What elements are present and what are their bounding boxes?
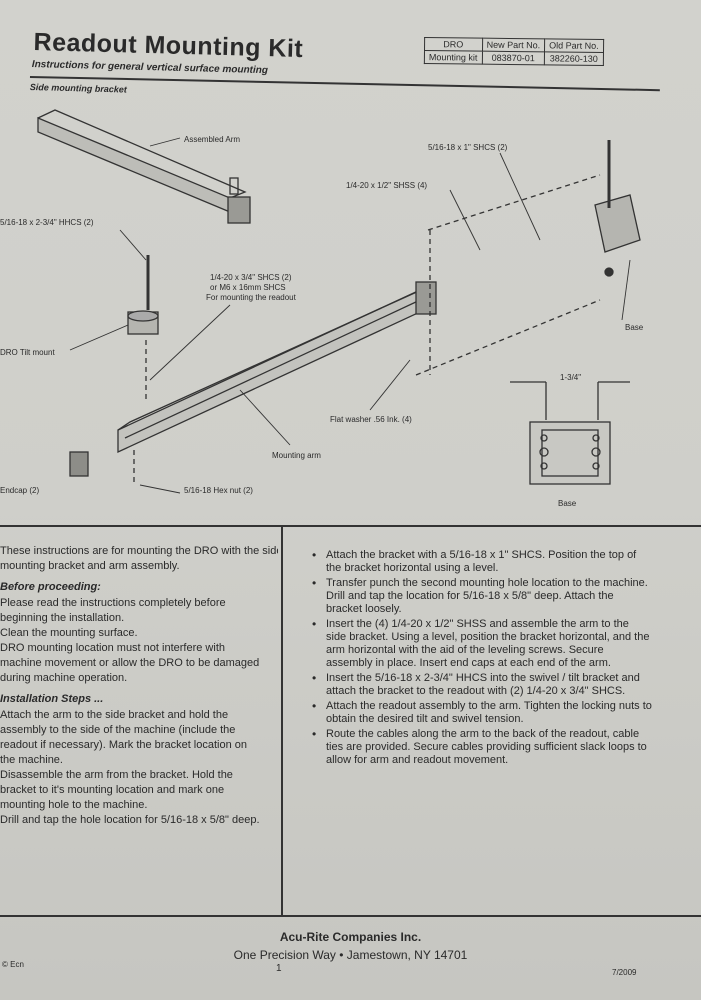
label-mounting-arm: Mounting arm [272,451,321,460]
table-header-cell: DRO [424,37,483,52]
label-dimension: 1-3/4" [560,373,581,382]
table-header-cell: New Part No. [482,38,545,52]
bullet-marker: • [312,548,317,562]
label-base: Base [625,323,644,332]
endcap-drawing [69,451,89,477]
list-item-text: Attach the bracket with a 5/16-18 x 1" S… [326,549,637,574]
before-line: DRO mounting location must not interfere… [0,642,225,654]
column-divider [281,527,283,915]
before-line: during machine operation. [0,672,128,684]
intro-line: mounting bracket and arm assembly. [0,560,180,572]
footer-address: One Precision Way • Jamestown, NY 14701 [233,948,468,962]
label-shcs-5-16: 5/16-18 x 1" SHCS (2) [428,143,508,152]
table-cell: Mounting kit [424,50,483,65]
step-line: assembly to the side of the machine (inc… [0,724,236,736]
list-item: • Attach the readout assembly to the arm.… [312,700,652,726]
assembly-lines [133,174,601,485]
left-column: These instructions are for mounting the … [0,545,278,829]
bullet-marker: • [312,617,317,631]
right-column: • Attach the bracket with a 5/16-18 x 1" … [312,549,652,769]
list-item: • Route the cables along the arm to the b… [312,728,652,767]
assembled-arm-drawing [37,109,251,224]
mounting-arm-drawing [117,281,437,454]
base-detail-drawing [510,381,630,485]
list-item-text: Attach the readout assembly to the arm. … [326,700,652,725]
footer-company: Acu-Rite Companies Inc. [279,930,422,944]
list-item: • Insert the 5/16-18 x 2-3/4" HHCS into t… [312,672,652,698]
before-line: Please read the instructions completely … [0,597,226,609]
bullet-marker: • [312,671,317,685]
bullet-marker: • [312,727,317,741]
before-line: beginning the installation. [0,612,125,624]
installation-steps-heading: Installation Steps ... [0,693,104,705]
part-number-table: DRO New Part No. Old Part No. Mounting k… [424,37,604,66]
side-bracket-drawing [594,140,641,277]
before-line: machine movement or allow the DRO to be … [0,657,260,669]
label-hhcs: 5/16-18 x 2-3/4" HHCS (2) [0,218,94,227]
step-line: mounting hole to the machine. [0,799,148,811]
step-line: Drill and tap the hole location for 5/16… [0,814,260,826]
label-shcs-1-4-c: For mounting the readout [206,293,297,302]
footer-right-code: 7/2009 [612,968,637,977]
footer-divider [0,915,701,917]
step-line: Attach the arm to the side bracket and h… [0,709,229,721]
list-item-text: Route the cables along the arm to the ba… [326,728,647,766]
label-dro-tilt-mount: DRO Tilt mount [0,348,55,357]
assembly-diagram: Assembled Arm 5/16-18 x 1" SHCS (2) 1/4-… [0,109,644,508]
section-divider [0,525,701,527]
table-header-cell: Old Part No. [544,38,604,53]
label-assembled-arm: Assembled Arm [184,135,240,144]
list-item: • Attach the bracket with a 5/16-18 x 1" … [312,549,652,575]
step-line: the machine. [0,754,63,766]
label-flat-washer: Flat washer .56 Ink. (4) [330,415,412,424]
label-shss-1-4: 1/4-20 x 1/2" SHSS (4) [346,181,427,190]
label-hex-nut: 5/16-18 Hex nut (2) [184,486,253,495]
list-item-text: Insert the 5/16-18 x 2-3/4" HHCS into th… [326,672,640,697]
tilt-mount-drawing [127,255,159,335]
page-number: 1 [276,963,282,974]
label-shcs-1-4-b: or M6 x 16mm SHCS [210,283,286,292]
bullet-marker: • [312,699,317,713]
label-shcs-1-4-a: 1/4-20 x 3/4" SHCS (2) [210,273,292,282]
step-line: readout if necessary). Mark the bracket … [0,739,248,751]
list-item: • Insert the (4) 1/4-20 x 1/2" SHSS and a… [312,618,652,670]
leader-lines [69,137,631,494]
step-line: bracket to it's mounting location and ma… [0,784,225,796]
list-item-text: Transfer punch the second mounting hole … [326,577,648,615]
intro-line: These instructions are for mounting the … [0,545,278,557]
before-proceeding-heading: Before proceeding: [0,581,101,593]
step-line: Disassemble the arm from the bracket. Ho… [0,769,233,781]
label-endcap: Endcap (2) [0,486,39,495]
table-cell: 382260-130 [544,51,604,66]
table-row: Mounting kit 083870-01 382260-130 [424,50,604,66]
footer-left-code: © Ecn [2,960,24,969]
bullet-marker: • [312,576,317,590]
list-item-text: Insert the (4) 1/4-20 x 1/2" SHSS and as… [326,618,650,669]
list-item: • Transfer punch the second mounting hole… [312,577,652,616]
label-base-detail: Base [558,499,577,508]
table-cell: 083870-01 [481,51,545,65]
before-line: Clean the mounting surface. [0,627,138,639]
